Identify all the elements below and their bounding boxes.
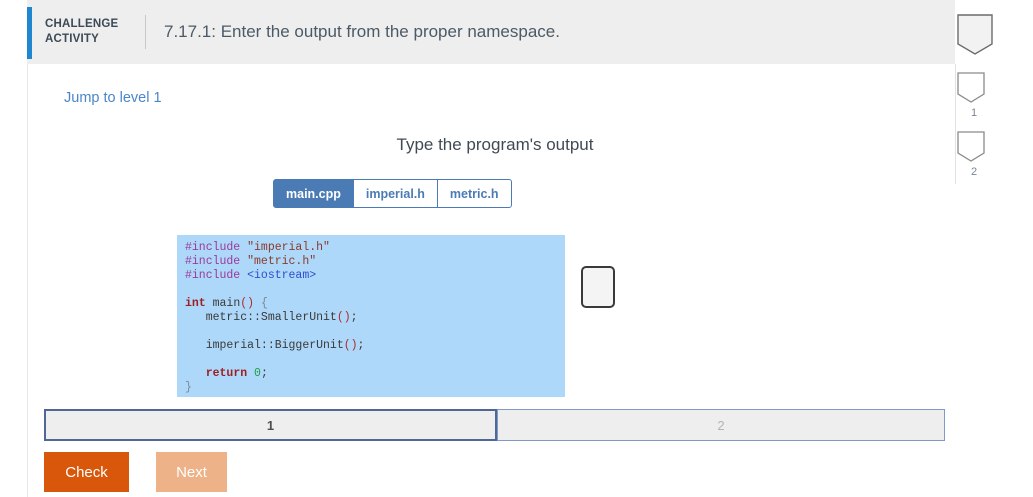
code-line <box>185 353 565 367</box>
code-token: { <box>254 297 268 310</box>
code-token <box>247 367 254 380</box>
jump-to-level-link[interactable]: Jump to level 1 <box>64 90 162 106</box>
rail-item-number: 1 <box>971 107 978 119</box>
code-line: #include <iostream> <box>185 269 565 283</box>
tab-metric-h[interactable]: metric.h <box>436 179 512 208</box>
code-token: "metric.h" <box>247 255 317 268</box>
code-token: ; <box>357 339 365 352</box>
prompt-text: Type the program's output <box>396 135 594 154</box>
code-line: imperial::BiggerUnit(); <box>185 339 565 353</box>
question-segment-bar: 1 2 <box>44 409 945 441</box>
code-block: #include "imperial.h"#include "metric.h"… <box>177 235 565 397</box>
code-line: int main() { <box>185 297 565 311</box>
code-token: 0 <box>254 367 261 380</box>
code-token <box>185 367 206 380</box>
code-token: main <box>205 297 241 310</box>
code-token: #include <box>185 241 248 254</box>
code-token: #include <box>185 269 248 282</box>
tab-main-cpp[interactable]: main.cpp <box>273 179 354 208</box>
code-token: #include <box>185 255 248 268</box>
code-line: #include "imperial.h" <box>185 241 565 255</box>
code-token: "imperial.h" <box>247 241 330 254</box>
code-line <box>185 283 565 297</box>
bookmark-flag-icon[interactable] <box>957 131 985 163</box>
challenge-header: CHALLENGE ACTIVITY 7.17.1: Enter the out… <box>27 0 955 64</box>
code-token: } <box>185 381 192 394</box>
code-line <box>185 325 565 339</box>
level-rail: 1 2 <box>957 72 1033 190</box>
code-token: return <box>205 367 248 380</box>
code-token: int <box>185 297 206 310</box>
next-button[interactable]: Next <box>156 452 227 492</box>
badge-line-2: ACTIVITY <box>45 33 99 45</box>
segment-1[interactable]: 1 <box>44 409 497 441</box>
code-token: ; <box>350 311 358 324</box>
content-left-edge <box>27 64 28 497</box>
segment-2[interactable]: 2 <box>497 409 945 441</box>
code-line: return 0; <box>185 367 565 381</box>
rail-item-number: 2 <box>971 166 978 178</box>
rail-item[interactable]: 1 <box>957 72 1033 119</box>
bookmark-flag-icon[interactable] <box>957 14 993 56</box>
rail-divider <box>955 64 956 184</box>
badge-line-1: CHALLENGE <box>45 18 119 30</box>
challenge-activity-badge: CHALLENGE ACTIVITY <box>45 17 137 47</box>
code-token: <iostream> <box>247 269 317 282</box>
code-token: () <box>343 339 358 352</box>
code-line: metric::SmallerUnit(); <box>185 311 565 325</box>
challenge-title: 7.17.1: Enter the output from the proper… <box>164 22 560 41</box>
tab-imperial-h[interactable]: imperial.h <box>352 179 438 208</box>
code-token: () <box>240 297 255 310</box>
code-line: } <box>185 381 565 395</box>
check-button[interactable]: Check <box>44 452 129 492</box>
code-token: metric::SmallerUnit <box>185 311 337 324</box>
header-accent-bar <box>27 7 32 59</box>
expand-code-button[interactable] <box>581 266 615 308</box>
header-divider <box>145 15 146 49</box>
code-token: ; <box>260 367 268 380</box>
rail-item[interactable]: 2 <box>957 131 1033 178</box>
bookmark-flag-icon[interactable] <box>957 72 985 104</box>
code-line: #include "metric.h" <box>185 255 565 269</box>
code-token: () <box>336 311 351 324</box>
file-tabs: main.cpp imperial.h metric.h <box>273 179 512 208</box>
code-token: imperial::BiggerUnit <box>185 339 344 352</box>
